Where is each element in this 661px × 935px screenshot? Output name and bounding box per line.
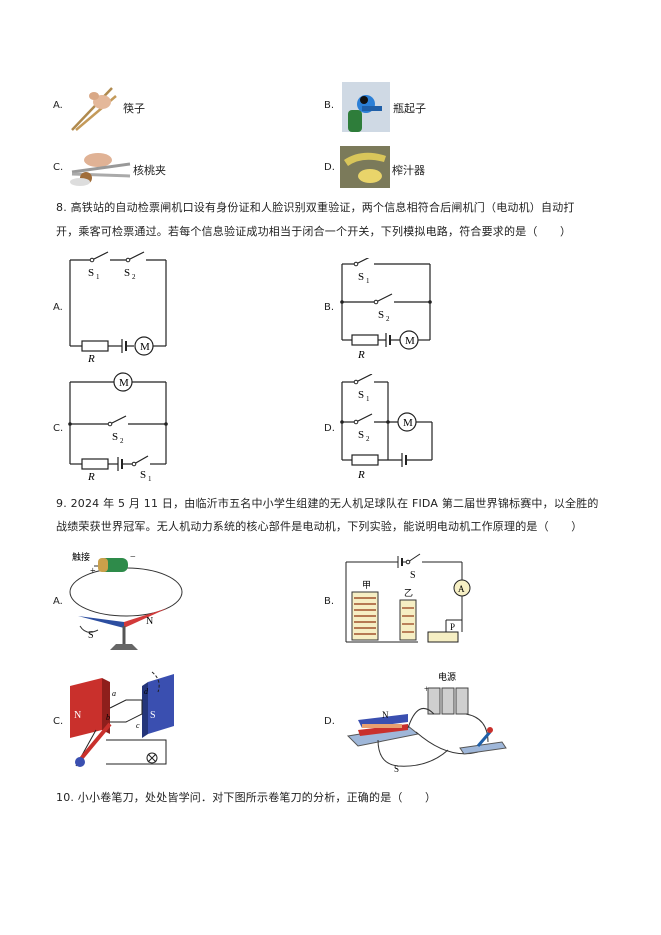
option-label: 筷子 xyxy=(123,102,145,115)
svg-text:1: 1 xyxy=(366,395,370,403)
chopsticks-icon xyxy=(71,87,117,131)
option-label: 瓶起子 xyxy=(393,102,426,115)
touch-label: 触接 xyxy=(72,551,90,562)
switch-label-s2: S xyxy=(124,267,130,279)
svg-text:电源: 电源 xyxy=(438,671,456,682)
svg-text:甲: 甲 xyxy=(362,580,371,590)
option-label: 榨汁器 xyxy=(392,164,425,177)
circuit-diagram-b: S 1 S 2 M R xyxy=(340,258,432,360)
svg-text:2: 2 xyxy=(386,315,390,323)
q8-stem-line1: 8. 高铁站的自动检票闸机口设有身份证和人脸识别双重验证，两个信息相符合后闸机门… xyxy=(56,201,575,214)
svg-text:S: S xyxy=(140,469,146,481)
q9-stem-line1: 9. 2024 年 5 月 11 日，由临沂市五名中小学生组建的无人机足球队在 … xyxy=(56,497,599,510)
circuit-diagram-a: S 1 S 2 M R xyxy=(69,251,167,365)
q8-stem-line2: 开，乘客可检票通过。若每个信息验证成功相当于闭合一个开关，下列模拟电路，符合要求… xyxy=(56,225,572,238)
option-letter: C. xyxy=(53,162,64,173)
svg-text:S: S xyxy=(358,271,364,283)
option-letter: B. xyxy=(324,100,335,111)
svg-text:+: + xyxy=(90,566,96,577)
subscript-1: 1 xyxy=(96,273,100,281)
resistor-label: R xyxy=(87,353,95,365)
generator-experiment: N S a b c d xyxy=(70,671,174,767)
option-label: 核桃夹 xyxy=(133,164,166,177)
svg-text:M: M xyxy=(403,417,413,429)
svg-text:S: S xyxy=(378,309,384,321)
svg-text:S: S xyxy=(358,389,364,401)
svg-text:N: N xyxy=(146,616,153,627)
svg-text:R: R xyxy=(357,469,365,480)
subscript-2: 2 xyxy=(132,273,136,281)
circuit-diagram-c: M S 2 R S 1 xyxy=(68,372,168,482)
q9-stem-line2: 战绩荣获世界冠军。无人机动力系统的核心部件是电动机，下列实验，能说明电动机工作原… xyxy=(56,520,583,533)
q10-stem-line1: 10. 小小卷笔刀，处处皆学问．对下图所示卷笔刀的分析，正确的是（ ） xyxy=(56,791,437,804)
q9-option-d[interactable]: D. xyxy=(324,716,335,727)
svg-text:1: 1 xyxy=(366,277,370,285)
option-letter: D. xyxy=(324,162,335,173)
q9-option-a[interactable]: A. xyxy=(53,596,63,607)
q8-option-b[interactable]: B. xyxy=(324,302,335,313)
svg-text:M: M xyxy=(405,335,415,347)
svg-text:2: 2 xyxy=(366,435,370,443)
q9-option-b[interactable]: B. xyxy=(324,596,335,607)
svg-text:乙: 乙 xyxy=(404,588,413,598)
motor-label: M xyxy=(140,341,150,353)
option-letter: A. xyxy=(53,100,63,111)
svg-text:1: 1 xyxy=(148,475,152,482)
svg-text:−: − xyxy=(130,552,136,563)
svg-text:a: a xyxy=(112,689,116,698)
nutcracker-icon xyxy=(70,153,131,186)
motor-experiment: 电源 + − N S xyxy=(346,671,507,774)
svg-text:N: N xyxy=(74,710,81,721)
q9-option-c[interactable]: C. xyxy=(53,716,64,727)
electromagnet-experiment: 甲 乙 S A P xyxy=(345,553,471,643)
q8-option-d[interactable]: D. xyxy=(324,423,335,434)
q8-option-c[interactable]: C. xyxy=(53,423,64,434)
svg-text:S: S xyxy=(88,630,94,641)
switch-label-s1: S xyxy=(88,267,94,279)
svg-text:A: A xyxy=(458,584,465,594)
svg-text:c: c xyxy=(136,721,140,730)
q8-option-a[interactable]: A. xyxy=(53,302,63,313)
svg-text:+: + xyxy=(424,684,429,694)
svg-text:S: S xyxy=(112,431,118,443)
circuit-diagram-d: S 1 S 2 M R xyxy=(340,374,433,480)
svg-text:P: P xyxy=(450,622,455,632)
svg-text:2: 2 xyxy=(120,437,124,445)
svg-text:R: R xyxy=(357,349,365,360)
bottle-opener-icon xyxy=(342,82,390,132)
svg-text:d: d xyxy=(144,687,149,696)
svg-text:S: S xyxy=(358,429,364,441)
oersted-experiment: 触接 + − S N xyxy=(69,551,183,650)
svg-text:S: S xyxy=(150,710,156,721)
svg-text:S: S xyxy=(394,764,399,774)
svg-text:b: b xyxy=(106,713,110,722)
svg-text:N: N xyxy=(382,710,389,720)
svg-text:R: R xyxy=(87,471,95,482)
svg-text:M: M xyxy=(119,377,129,389)
juicer-icon xyxy=(340,146,390,188)
svg-text:S: S xyxy=(410,570,416,581)
